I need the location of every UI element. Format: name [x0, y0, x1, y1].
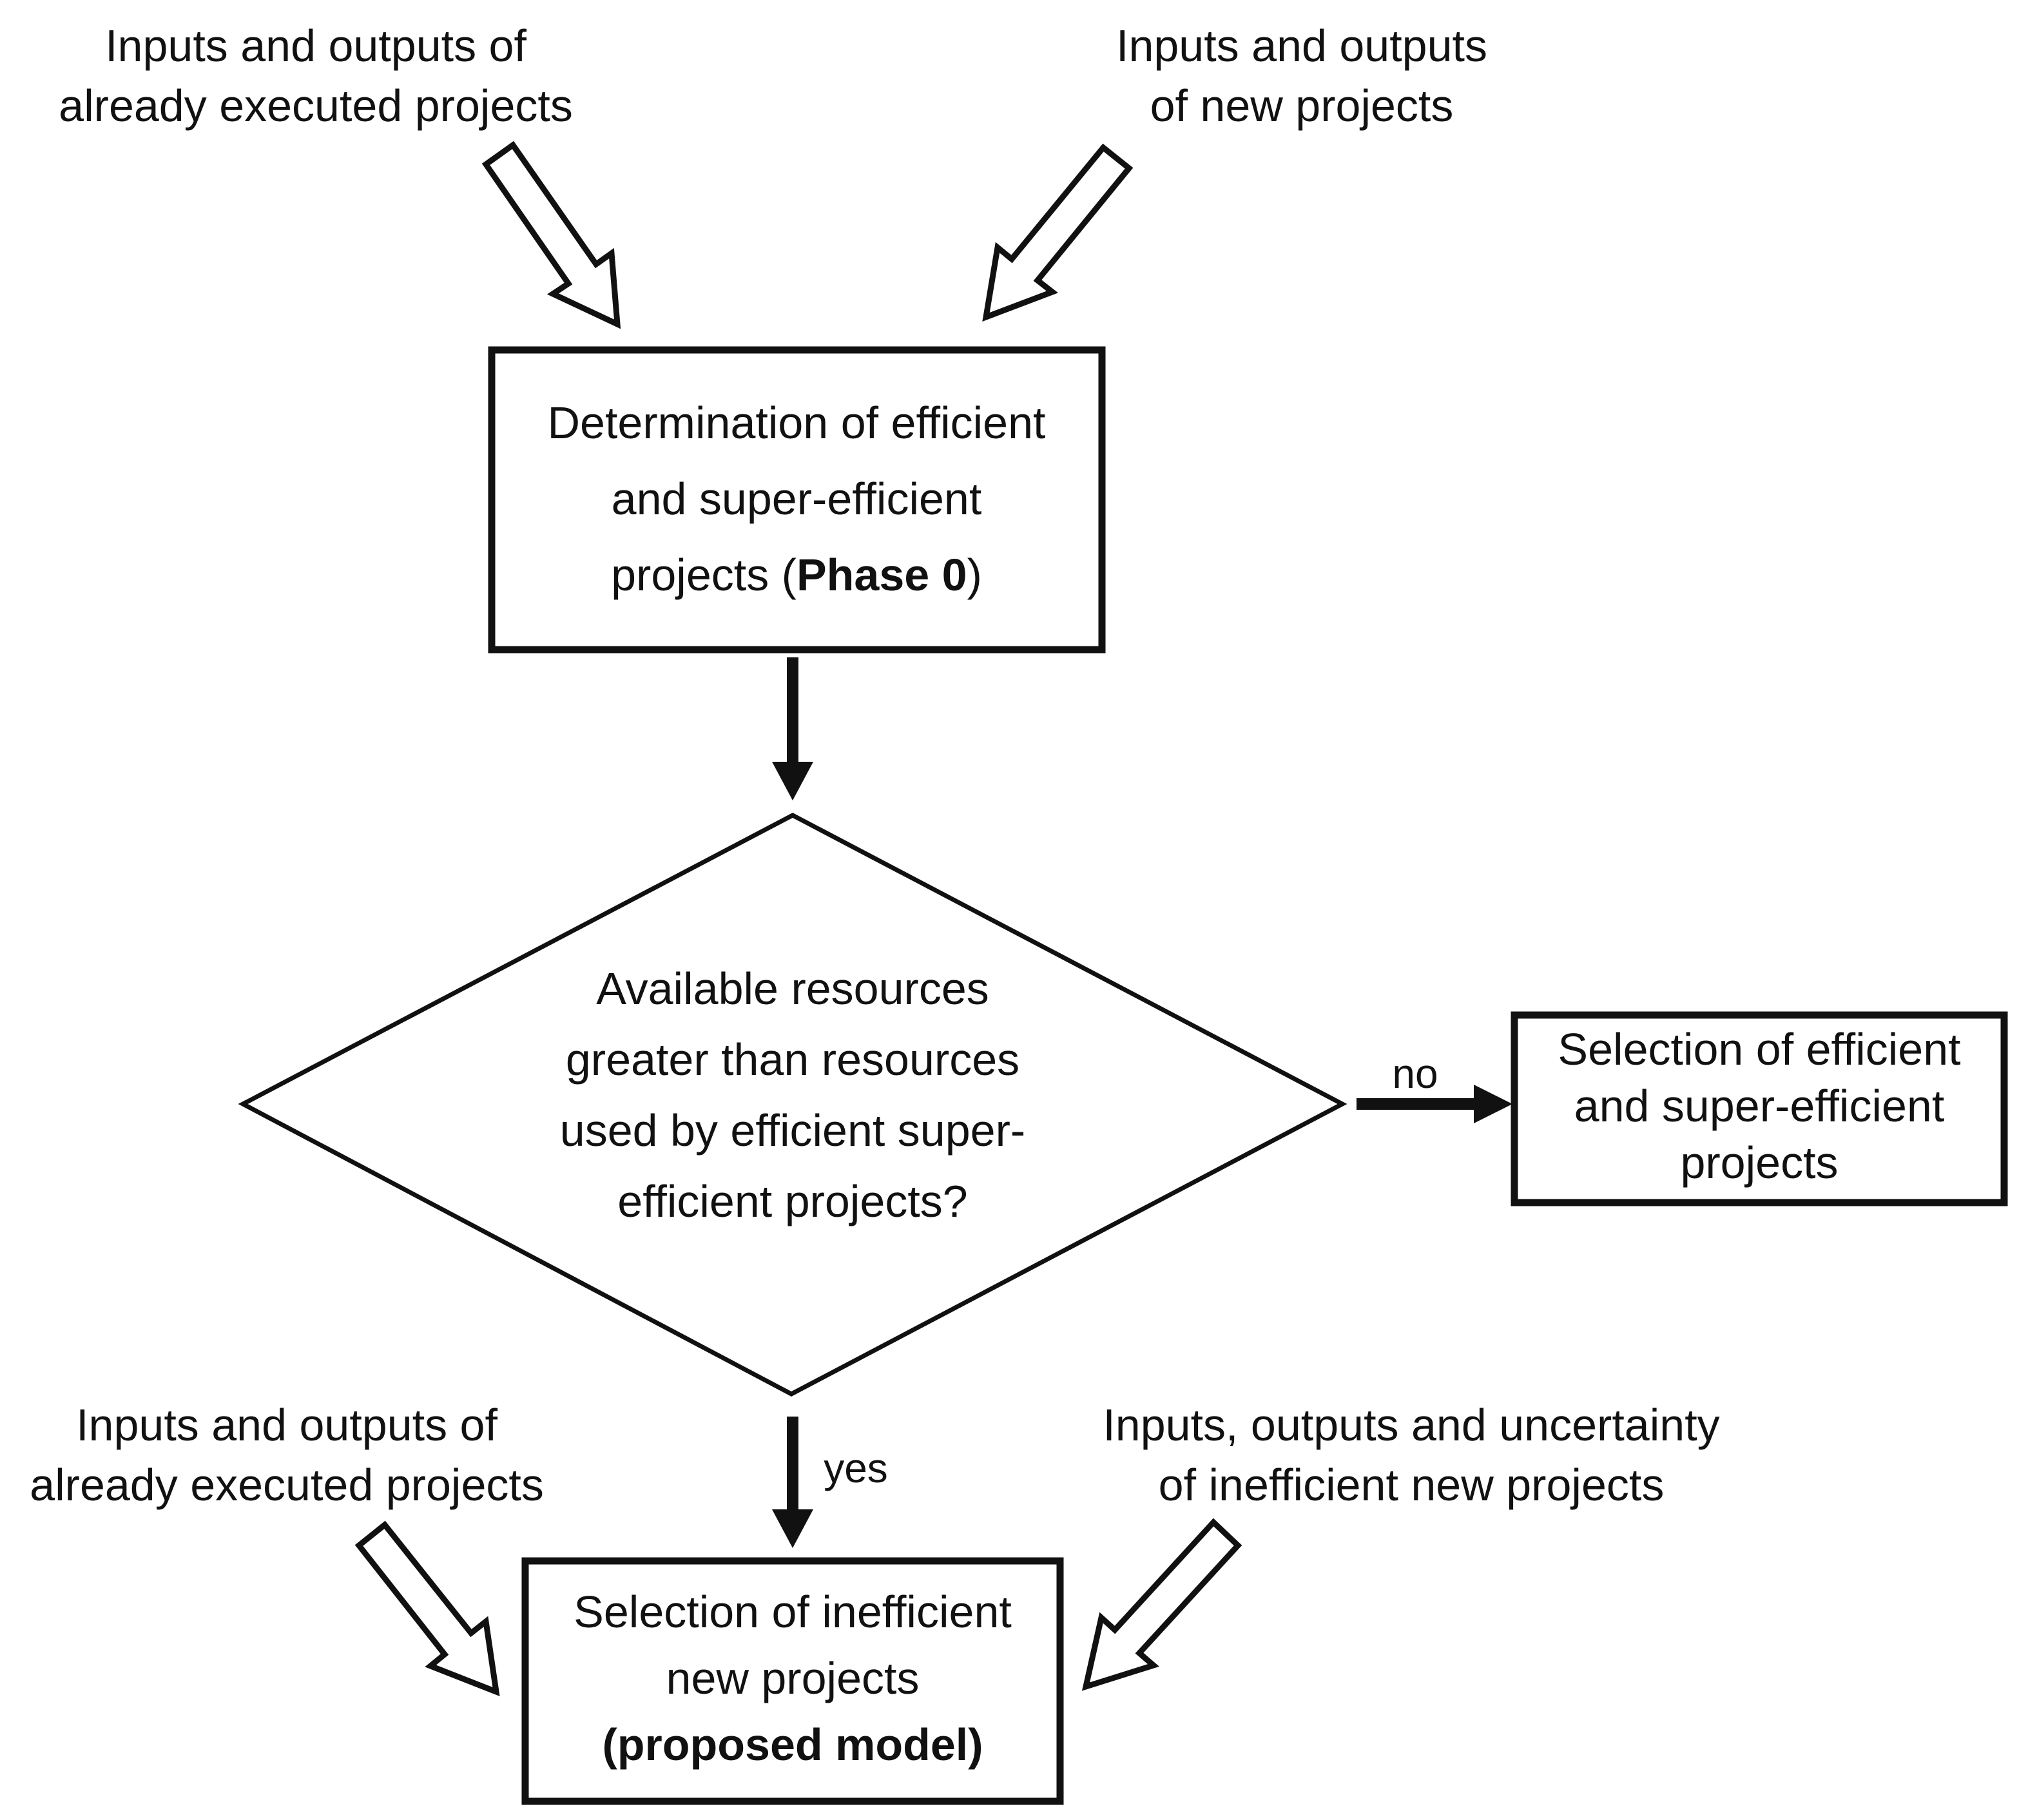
- node-phase0-line3: projects (Phase 0): [611, 550, 982, 600]
- hollow-arrow-bottom-left-icon: [354, 1520, 500, 1697]
- branch-label-no: no: [1392, 1050, 1438, 1097]
- node-decision-line2: greater than resources: [566, 1034, 1019, 1085]
- annotation-top-left-line2: already executed projects: [59, 81, 573, 131]
- annotation-bottom-left-line2: already executed projects: [30, 1460, 544, 1510]
- node-phase0-line1: Determination of efficient: [547, 398, 1045, 448]
- annotation-bottom-right-line1: Inputs, outputs and uncertainty: [1103, 1400, 1719, 1450]
- node-select-inefficient-label: Selection of inefficient new projects (p…: [574, 1587, 1012, 1770]
- node-decision-line4: efficient projects?: [617, 1176, 967, 1226]
- annotation-top-left-line1: Inputs and outputs of: [105, 21, 526, 71]
- hollow-arrow-bottom-right-icon: [1081, 1518, 1242, 1691]
- node-phase0-line2: and super-efficient: [612, 474, 982, 524]
- node-decision-diamond: [238, 813, 1347, 1397]
- node-select-inefficient-line3: (proposed model): [602, 1719, 983, 1770]
- node-select-inefficient-line2: new projects: [666, 1653, 920, 1703]
- annotation-bottom-left: Inputs and outputs of already executed p…: [30, 1400, 544, 1510]
- branch-label-yes: yes: [824, 1445, 888, 1491]
- flow-arrow-no-icon: [1357, 1085, 1512, 1123]
- node-select-efficient-line2: and super-efficient: [1574, 1081, 1945, 1131]
- annotation-bottom-left-line1: Inputs and outputs of: [76, 1400, 497, 1450]
- node-decision-label: Available resources greater than resourc…: [560, 963, 1025, 1226]
- annotation-bottom-right-line2: of inefficient new projects: [1159, 1460, 1665, 1510]
- node-phase0-box: [488, 346, 1106, 653]
- node-select-efficient-label: Selection of efficient and super-efficie…: [1558, 1024, 1960, 1188]
- annotation-top-left: Inputs and outputs of already executed p…: [59, 21, 573, 131]
- node-decision-line3: used by efficient super-: [560, 1105, 1025, 1156]
- hollow-arrow-top-right-icon: [982, 143, 1134, 322]
- node-select-efficient-box: [1511, 1011, 2008, 1206]
- node-phase0-label: Determination of efficient and super-eff…: [547, 398, 1045, 600]
- node-select-efficient-line1: Selection of efficient: [1558, 1024, 1960, 1074]
- annotation-bottom-right: Inputs, outputs and uncertainty of ineff…: [1103, 1400, 1719, 1510]
- hollow-arrow-top-left-icon: [481, 140, 621, 329]
- node-select-inefficient-box: [521, 1557, 1064, 1805]
- node-select-efficient-line3: projects: [1680, 1138, 1838, 1188]
- node-select-inefficient-line1: Selection of inefficient: [574, 1587, 1012, 1637]
- annotation-top-right-line2: of new projects: [1150, 81, 1454, 131]
- node-decision-line1: Available resources: [596, 963, 989, 1014]
- flow-arrow-yes-icon: [772, 1417, 813, 1548]
- annotation-top-right-line1: Inputs and outputs: [1116, 21, 1487, 71]
- flow-arrow-down-icon: [772, 657, 813, 800]
- annotation-top-right: Inputs and outputs of new projects: [1116, 21, 1487, 131]
